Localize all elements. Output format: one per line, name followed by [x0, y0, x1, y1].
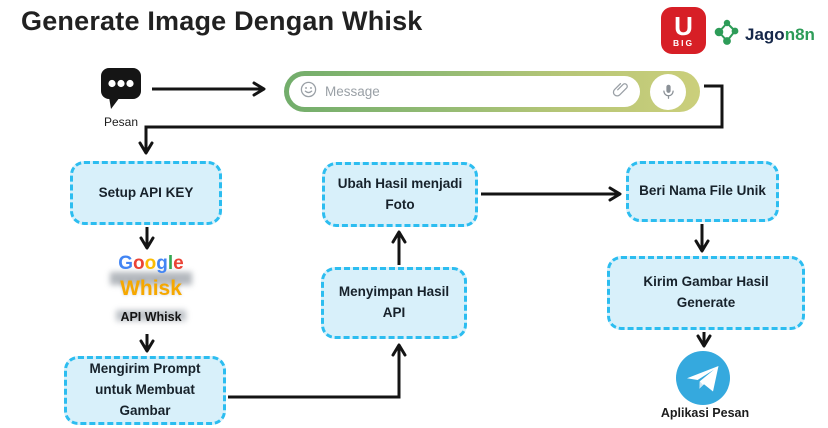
telegram-icon — [675, 350, 731, 406]
microphone-button[interactable] — [650, 73, 686, 110]
pesan-label: Pesan — [103, 115, 139, 129]
page-title: Generate Image Dengan Whisk — [21, 6, 423, 36]
google-letter: o — [144, 253, 157, 274]
ubig-logo-caption: BIG — [672, 38, 695, 48]
google-letter: o — [133, 253, 145, 274]
blur-smear — [116, 310, 186, 321]
microphone-icon — [662, 84, 674, 99]
jagon8n-wordmark: Jagon8n — [745, 25, 815, 45]
aplikasi-pesan-label: Aplikasi Pesan — [660, 406, 750, 420]
node-menyimpan-hasil-api: Menyimpan Hasil API — [321, 267, 467, 339]
whisk-wordmark: Whisk — [120, 277, 182, 300]
ubig-logo-letter: U — [674, 11, 693, 41]
emoji-icon[interactable] — [300, 81, 317, 103]
google-wordmark: Google — [101, 253, 201, 275]
jagon8n-nodes-icon — [712, 17, 742, 52]
message-input[interactable]: Message — [289, 76, 640, 107]
google-letter: G — [118, 253, 134, 274]
ubig-logo: U BIG — [661, 7, 706, 54]
node-ubah-hasil-menjadi-foto: Ubah Hasil menjadi Foto — [322, 162, 478, 227]
jagon8n-logo: Jagon8n — [712, 17, 815, 52]
arrow-mengirim-to-menyimpan — [228, 343, 407, 399]
blur-smear — [110, 272, 192, 285]
message-placeholder: Message — [325, 84, 380, 99]
node-mengirim-prompt: Mengirim Prompt untuk Membuat Gambar — [64, 356, 226, 425]
jagon8n-text-n8n: n8n — [784, 24, 815, 44]
chat-bubble-icon — [98, 68, 144, 114]
node-setup-api-key: Setup API KEY — [70, 161, 222, 225]
google-letter: l — [167, 253, 174, 274]
google-whisk-logo: Google Whisk API Whisk — [101, 253, 201, 324]
google-letter: g — [156, 253, 168, 274]
jagon8n-text-jago: Jago — [745, 24, 785, 44]
api-whisk-caption: API Whisk — [120, 310, 182, 324]
paperclip-icon[interactable] — [612, 81, 629, 103]
message-bar: Message — [284, 71, 700, 112]
node-beri-nama-file-unik: Beri Nama File Unik — [626, 161, 779, 222]
google-letter: e — [173, 253, 184, 274]
pesan-node: Pesan — [96, 66, 146, 129]
node-kirim-gambar-hasil-generate: Kirim Gambar Hasil Generate — [607, 256, 805, 330]
